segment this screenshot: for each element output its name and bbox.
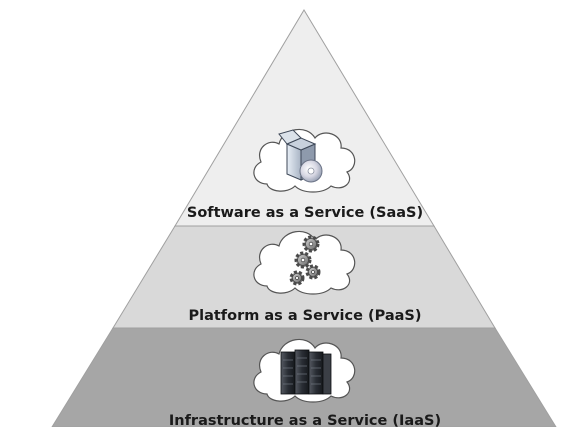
saas-cloud xyxy=(253,128,356,193)
server-rack-icon xyxy=(280,349,332,395)
software-box-cd-icon xyxy=(278,129,323,183)
paas-cloud xyxy=(253,230,356,295)
saas-label: Software as a Service (SaaS) xyxy=(187,205,423,221)
gears-icon xyxy=(289,235,321,286)
iaas-cloud xyxy=(253,338,356,403)
iaas-label: Infrastructure as a Service (IaaS) xyxy=(169,413,441,427)
paas-label: Platform as a Service (PaaS) xyxy=(188,308,421,324)
saas-tier xyxy=(174,9,435,227)
